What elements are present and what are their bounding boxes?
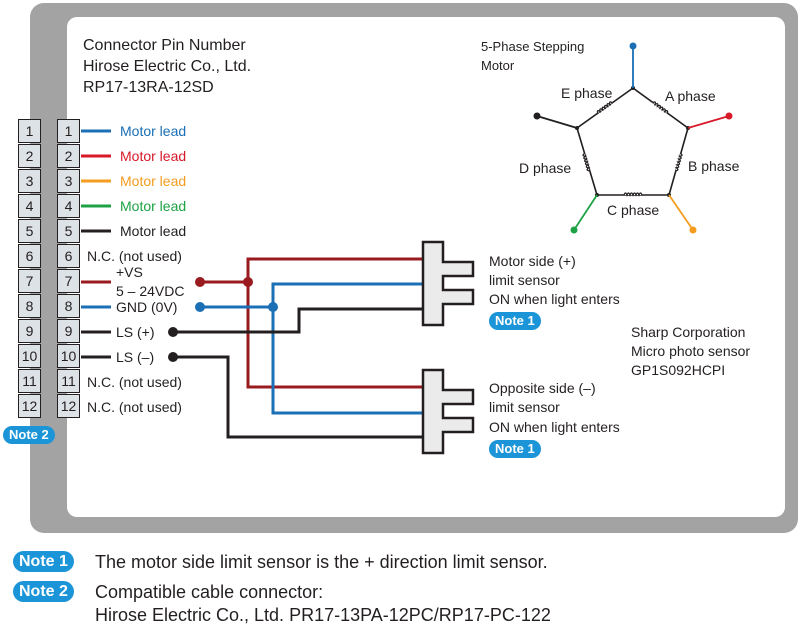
footnote-2-badge: Note 2	[13, 581, 74, 602]
header-line-2: Hirose Electric Co., Ltd.	[83, 58, 252, 75]
device-pin: 7	[57, 269, 80, 293]
coil-a-icon	[652, 101, 669, 114]
device-pin: 3	[57, 169, 80, 193]
sensor-type: Micro photo sensor	[631, 343, 751, 359]
pin-5-label: Motor lead	[120, 223, 187, 239]
pin-6-label: N.C. (not used)	[87, 248, 182, 264]
coil-b-icon	[674, 152, 683, 172]
cable-pin: 4	[18, 194, 41, 218]
device-pin: 2	[57, 144, 80, 168]
motor-lead-bottom-left	[573, 194, 598, 231]
note-2-badge: Note 2	[3, 426, 55, 444]
device-pin: 10	[57, 344, 80, 368]
pin-3-label: Motor lead	[120, 173, 187, 189]
motor-lead-left	[536, 115, 578, 129]
note-1-badge: Note 1	[489, 312, 541, 330]
device-pin: 1	[57, 119, 80, 143]
pin-1-label: Motor lead	[120, 123, 187, 139]
opposite-side-sensor-title: Opposite side (–)	[489, 380, 596, 396]
ls-plus-wire	[173, 307, 422, 334]
phase-c-label: C phase	[607, 202, 660, 218]
cable-pin: 1	[18, 119, 41, 143]
cable-pin: 3	[18, 169, 41, 193]
pin-10-label: LS (–)	[116, 349, 155, 365]
footnote-1-badge: Note 1	[13, 551, 74, 572]
pin-7-voltage: 5 – 24VDC	[116, 283, 185, 299]
motor-side-sensor-type: limit sensor	[489, 272, 560, 288]
device-pin: 6	[57, 244, 80, 268]
footnote-2-line-2: Hirose Electric Co., Ltd. PR17-13PA-12PC…	[95, 605, 551, 625]
cable-pin: 5	[18, 219, 41, 243]
stepping-motor-schematic	[576, 87, 689, 196]
ls-minus-wire	[173, 355, 422, 439]
coil-d-icon	[582, 152, 591, 172]
pin-9-label: LS (+)	[116, 324, 155, 340]
pin-7-label: +VS	[116, 264, 143, 280]
phase-d-label: D phase	[519, 160, 572, 176]
phase-b-label: B phase	[688, 158, 740, 174]
header-line-1: Connector Pin Number	[83, 37, 246, 54]
cable-pin: 6	[18, 244, 41, 268]
cable-pin: 2	[18, 144, 41, 168]
pin-4-label: Motor lead	[120, 198, 187, 214]
gnd-junction	[268, 302, 278, 312]
cable-pin: 12	[18, 394, 41, 418]
motor-lead-bottom-right	[668, 194, 694, 231]
ls-plus-terminal	[168, 327, 178, 337]
pin-8-label: GND (0V)	[116, 299, 178, 315]
phase-e-label: E phase	[561, 85, 613, 101]
cable-pin: 10	[18, 344, 41, 368]
vs-junction	[243, 277, 253, 287]
gnd-wire	[200, 282, 422, 415]
header-line-3: RP17-13RA-12SD	[83, 79, 214, 96]
opposite-side-sensor-mode: ON when light enters	[489, 419, 620, 435]
footnote-1-text: The motor side limit sensor is the + dir…	[95, 552, 548, 572]
motor-side-sensor-icon	[421, 240, 475, 327]
note-1-badge: Note 1	[489, 440, 541, 458]
pin-12-label: N.C. (not used)	[87, 399, 182, 415]
motor-lead-right	[687, 115, 730, 129]
gnd-terminal	[195, 302, 205, 312]
cable-pin: 11	[18, 369, 41, 393]
vs-terminal	[195, 277, 205, 287]
motor-side-sensor-title: Motor side (+)	[489, 253, 576, 269]
opposite-side-sensor-type: limit sensor	[489, 399, 560, 415]
sensor-part-number: GP1S092HCPI	[631, 362, 726, 378]
cable-pin: 8	[18, 294, 41, 318]
cable-pin: 9	[18, 319, 41, 343]
motor-side-sensor-mode: ON when light enters	[489, 291, 620, 307]
device-pin: 11	[57, 369, 80, 393]
device-pin: 5	[57, 219, 80, 243]
vs-wire	[200, 257, 422, 389]
opposite-side-sensor-icon	[421, 368, 475, 455]
coil-c-icon	[623, 192, 643, 197]
pin-2-label: Motor lead	[120, 148, 187, 164]
device-pin: 9	[57, 319, 80, 343]
device-pin: 12	[57, 394, 80, 418]
footnote-2-line-1: Compatible cable connector:	[95, 582, 324, 602]
sensor-manufacturer: Sharp Corporation	[631, 324, 746, 340]
cable-pin: 7	[18, 269, 41, 293]
ls-minus-terminal	[168, 352, 178, 362]
phase-a-label: A phase	[665, 88, 716, 104]
motor-title-2: Motor	[481, 58, 515, 73]
motor-title-1: 5-Phase Stepping	[481, 39, 585, 54]
device-pin: 4	[57, 194, 80, 218]
coil-e-icon	[596, 101, 613, 114]
device-pin: 8	[57, 294, 80, 318]
pin-11-label: N.C. (not used)	[87, 374, 182, 390]
